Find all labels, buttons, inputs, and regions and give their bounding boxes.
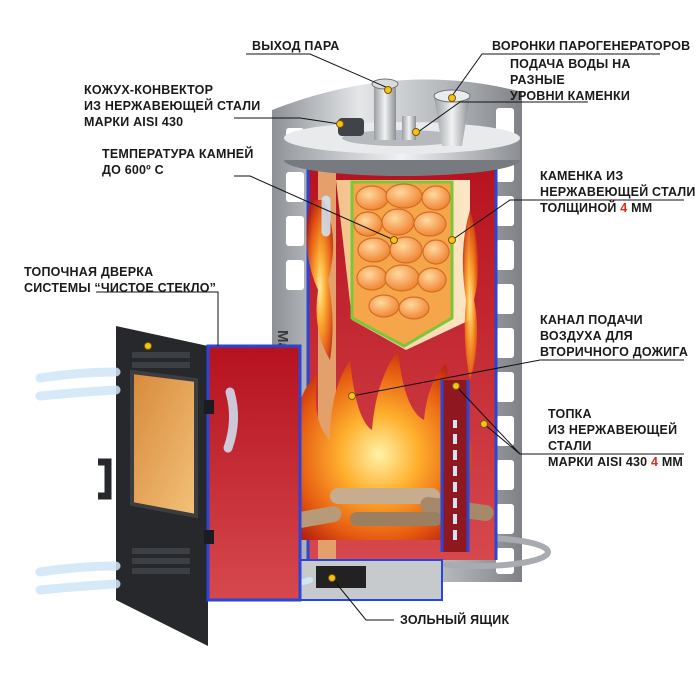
label-firebox: ТОПКА ИЗ НЕРЖАВЕЮЩЕЙ СТАЛИ МАРКИ AISI 43… <box>548 407 684 469</box>
label-stone-temp: ТЕМПЕРАТУРА КАМНЕЙ ДО 600º С <box>102 147 254 177</box>
fire-door <box>98 326 302 646</box>
label-water-feed: ПОДАЧА ВОДЫ НА РАЗНЫЕ УРОВНИ КАМЕНКИ <box>510 57 631 103</box>
air-flow-arrows <box>35 195 331 595</box>
leader-lines <box>96 53 684 621</box>
label-steam-outlet: ВЫХОД ПАРА <box>252 39 340 53</box>
label-convector: КОЖУХ-КОНВЕКТОР ИЗ НЕРЖАВЕЮЩЕЙ СТАЛИ МАР… <box>84 83 261 129</box>
label-stone-box: КАМЕНКА ИЗ НЕРЖАВЕЮЩЕЙ СТАЛИ ТОЛЩИНОЙ 4 … <box>540 169 696 215</box>
stone-basket <box>350 180 454 348</box>
callout-markers <box>144 86 488 582</box>
label-air-channel: КАНАЛ ПОДАЧИ ВОЗДУХА ДЛЯ ВТОРИЧНОГО ДОЖИ… <box>540 313 689 359</box>
stove-top <box>284 78 520 176</box>
secondary-air-channel <box>440 380 470 552</box>
label-ash-box: ЗОЛЬНЫЙ ЯЩИК <box>400 613 510 627</box>
label-steam-funnels: ВОРОНКИ ПАРОГЕНЕРАТОРОВ <box>492 39 691 53</box>
label-fire-door: ТОПОЧНАЯ ДВЕРКА СИСТЕМЫ “ЧИСТОЕ СТЕКЛО” <box>24 265 217 295</box>
